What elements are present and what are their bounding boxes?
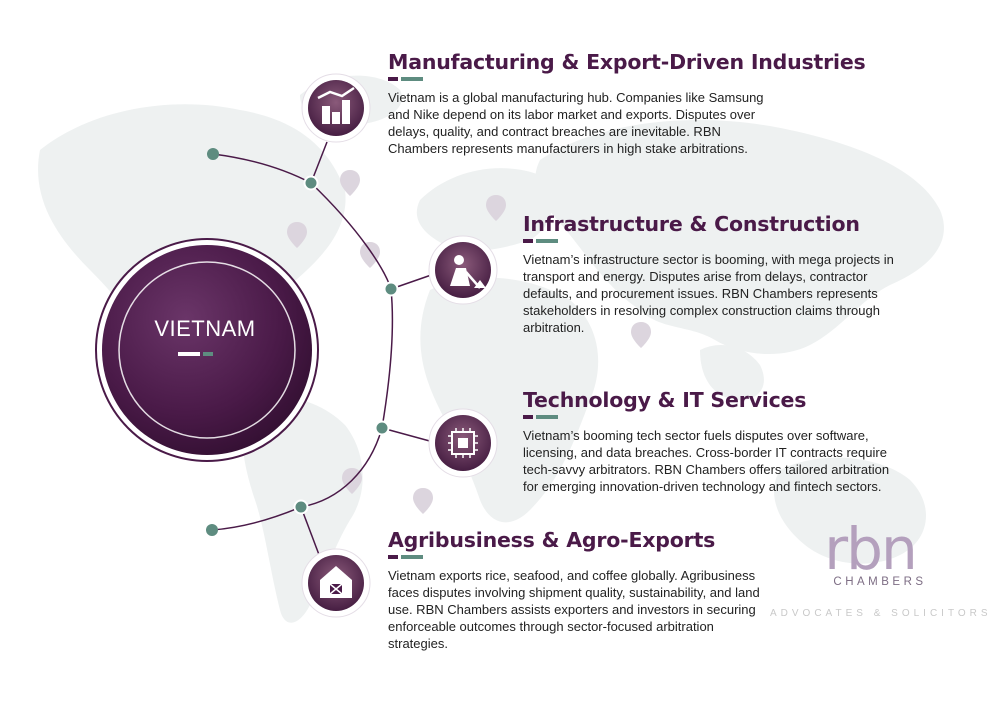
location-pins [287, 170, 651, 514]
logo-tagline: ADVOCATES & SOLICITORS [770, 608, 992, 619]
section-infrastructure: Infrastructure & Construction Vietnam’s … [523, 212, 903, 336]
microchip-icon [428, 408, 498, 478]
connector-dot [293, 499, 309, 515]
title-underline [523, 415, 903, 419]
section-title: Infrastructure & Construction [523, 212, 860, 236]
connector-dot [206, 524, 218, 536]
connector-dot [374, 420, 390, 436]
rbn-chambers-logo: rbn CHAMBERS ADVOCATES & SOLICITORS [770, 515, 992, 619]
factory-icon [301, 73, 371, 143]
connector-dots [206, 148, 399, 536]
section-title: Manufacturing & Export-Driven Industries [388, 50, 866, 74]
world-map-background [38, 75, 944, 623]
section-body: Vietnam’s booming tech sector fuels disp… [523, 428, 890, 494]
section-technology: Technology & IT Services Vietnam’s boomi… [523, 388, 903, 495]
vietnam-hub [95, 238, 319, 462]
section-manufacturing: Manufacturing & Export-Driven Industries… [388, 50, 866, 157]
connector-dot [383, 281, 399, 297]
barn-icon [301, 548, 371, 618]
section-title: Technology & IT Services [523, 388, 807, 412]
section-agribusiness: Agribusiness & Agro-Exports Vietnam expo… [388, 528, 768, 652]
section-body: Vietnam’s infrastructure sector is boomi… [523, 252, 894, 335]
logo-name: CHAMBERS [833, 576, 927, 588]
hub-underline [178, 352, 213, 356]
section-body: Vietnam is a global manufacturing hub. C… [388, 90, 764, 156]
connector-dot [303, 175, 319, 191]
title-underline [388, 555, 768, 559]
title-underline [523, 239, 903, 243]
logo-mark: rbn [824, 515, 917, 583]
section-title: Agribusiness & Agro-Exports [388, 528, 716, 552]
title-underline [388, 77, 783, 81]
section-body: Vietnam exports rice, seafood, and coffe… [388, 568, 760, 651]
hub-label: VIETNAM [154, 316, 256, 341]
construction-worker-icon [428, 235, 498, 305]
connector-dot [207, 148, 219, 160]
